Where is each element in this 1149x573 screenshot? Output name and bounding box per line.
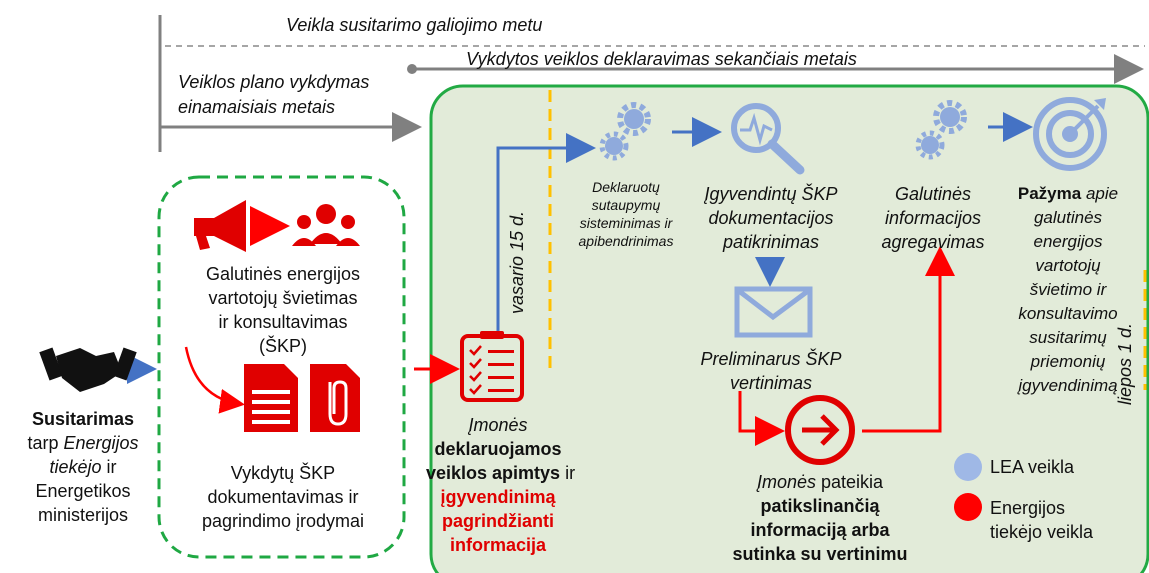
company-declares-line6: informacija xyxy=(449,535,547,555)
target-icon xyxy=(1033,97,1107,171)
preliminary-line2: vertinimas xyxy=(729,373,813,393)
agreement-line5: ministerijos xyxy=(37,505,129,525)
company-declares-line5: pagrindžianti xyxy=(442,511,554,531)
company-provides-line1b: pateikia xyxy=(815,472,884,492)
aggregation-line3: agregavimas xyxy=(881,232,985,252)
agreement-title: Susitarimas xyxy=(31,409,135,429)
certificate-line2: galutinės xyxy=(1033,208,1103,227)
agreement-line3b: ir xyxy=(101,457,117,477)
certificate-line1a: Pažyma xyxy=(1017,184,1082,203)
people-icon xyxy=(292,204,360,246)
handshake-icon xyxy=(39,347,137,392)
company-declares-line3a: veiklos apimtys xyxy=(426,463,561,483)
plan-label-line2: einamaisiais metais xyxy=(178,97,336,117)
education-line3: ir konsultavimas xyxy=(218,312,348,332)
check-line1: Įgyvendintų ŠKP xyxy=(704,184,838,204)
check-text: Įgyvendintų ŠKP dokumentacijos patikrini… xyxy=(686,182,856,254)
document-icon xyxy=(244,364,298,432)
agreement-line2a: tarp xyxy=(27,433,64,453)
timeline-mid-label: Vykdytos veiklos deklaravimas sekančiais… xyxy=(466,49,857,69)
check-line3: patikrinimas xyxy=(722,232,820,252)
systematize-line2: sutaupymų xyxy=(591,197,661,213)
documentation-text: Vykdytų ŠKP dokumentavimas ir pagrindimo… xyxy=(168,461,398,533)
gears-icon xyxy=(599,102,651,161)
certificate-line6: konsultavimo xyxy=(1018,304,1118,323)
legend-supplier-line1: Energijos xyxy=(990,498,1066,518)
agreement-line2b: Energijos xyxy=(63,433,139,453)
agreement-line4: Energetikos xyxy=(35,481,131,501)
company-provides-text: Įmonės pateikia patikslinančią informaci… xyxy=(714,470,926,566)
envelope-icon xyxy=(734,286,813,338)
agreement-line3a: tiekėjo xyxy=(49,457,102,477)
certificate-line5: švietimo ir xyxy=(1029,280,1107,299)
declaration-panel xyxy=(429,84,1149,573)
company-provides-line4: sutinka su vertinimu xyxy=(732,544,908,564)
attachment-document-icon xyxy=(310,364,360,432)
timeline-top-label: Veikla susitarimo galiojimo metu xyxy=(286,15,543,35)
aggregation-line1: Galutinės xyxy=(894,184,972,204)
company-provides-line2: patikslinančią xyxy=(760,496,880,516)
education-line4: (ŠKP) xyxy=(258,336,307,356)
systematize-line4: apibendrinimas xyxy=(578,233,674,249)
checklist-icon xyxy=(460,331,524,402)
certificate-line4: vartotojų xyxy=(1035,256,1101,275)
company-declares-line2: deklaruojamos xyxy=(434,439,562,459)
arrow-company-to-aggregation xyxy=(862,246,955,433)
magnifier-pulse-icon xyxy=(731,103,805,175)
company-provides-line3: informaciją arba xyxy=(750,520,890,540)
arrow-declaration-to-systematize xyxy=(496,133,596,338)
legend-supplier-line2: tiekėjo veikla xyxy=(990,522,1094,542)
certificate-line7: susitarimų xyxy=(1029,328,1107,347)
company-declares-line1: Įmonės xyxy=(468,415,528,435)
education-line2: vartotojų švietimas xyxy=(208,288,358,308)
february-deadline-label: vasario 15 d. xyxy=(507,210,527,314)
education-box xyxy=(157,175,406,559)
company-provides-line1a: Įmonės xyxy=(756,472,816,492)
arrow-preliminary-to-company xyxy=(738,391,785,446)
documentation-line3: pagrindimo įrodymai xyxy=(201,511,365,531)
legend-lea-label: LEA veikla xyxy=(990,457,1075,477)
gears-icon xyxy=(915,100,967,160)
legend-supplier-label: Energijos tiekėjo veikla xyxy=(990,496,1093,544)
systematize-line1: Deklaruotų xyxy=(592,179,660,195)
legend-lea-dot xyxy=(954,453,982,481)
preliminary-text: Preliminarus ŠKP vertinimas xyxy=(676,347,866,395)
aggregation-text: Galutinės informacijos agregavimas xyxy=(872,182,994,254)
plan-label-line1: Veiklos plano vykdymas xyxy=(178,72,370,92)
systematize-line3: sisteminimas ir xyxy=(579,215,673,231)
certificate-line9: įgyvendinimą xyxy=(1018,376,1118,395)
systematize-text: Deklaruotų sutaupymų sisteminimas ir api… xyxy=(566,178,686,250)
certificate-text: Pažyma apie galutinės energijos vartotoj… xyxy=(1004,182,1132,398)
certificate-line8: priemonių xyxy=(1030,352,1106,371)
check-line2: dokumentacijos xyxy=(708,208,834,228)
education-text: Galutinės energijos vartotojų švietimas … xyxy=(168,262,398,358)
legend-supplier-dot xyxy=(954,493,982,521)
documentation-line1: Vykdytų ŠKP xyxy=(230,463,336,483)
company-declares-line3b: ir xyxy=(560,463,576,483)
aggregation-line2: informacijos xyxy=(884,208,982,228)
megaphone-icon xyxy=(194,200,246,252)
company-declares-text: Įmonės deklaruojamos veiklos apimtys ir … xyxy=(426,413,575,557)
agreement-text: Susitarimas tarp Energijos tiekėjo ir En… xyxy=(6,407,160,527)
documentation-line2: dokumentavimas ir xyxy=(207,487,359,507)
certificate-line1b: apie xyxy=(1081,184,1119,203)
certificate-line3: energijos xyxy=(1033,232,1103,251)
declaration-timeline-start-dot xyxy=(407,64,417,74)
arrow-education-to-documents xyxy=(184,346,245,414)
preliminary-line1: Preliminarus ŠKP xyxy=(700,349,842,369)
education-line1: Galutinės energijos xyxy=(205,264,361,284)
arrow-circle-icon xyxy=(785,395,855,465)
company-declares-line4: įgyvendinimą xyxy=(440,487,556,507)
